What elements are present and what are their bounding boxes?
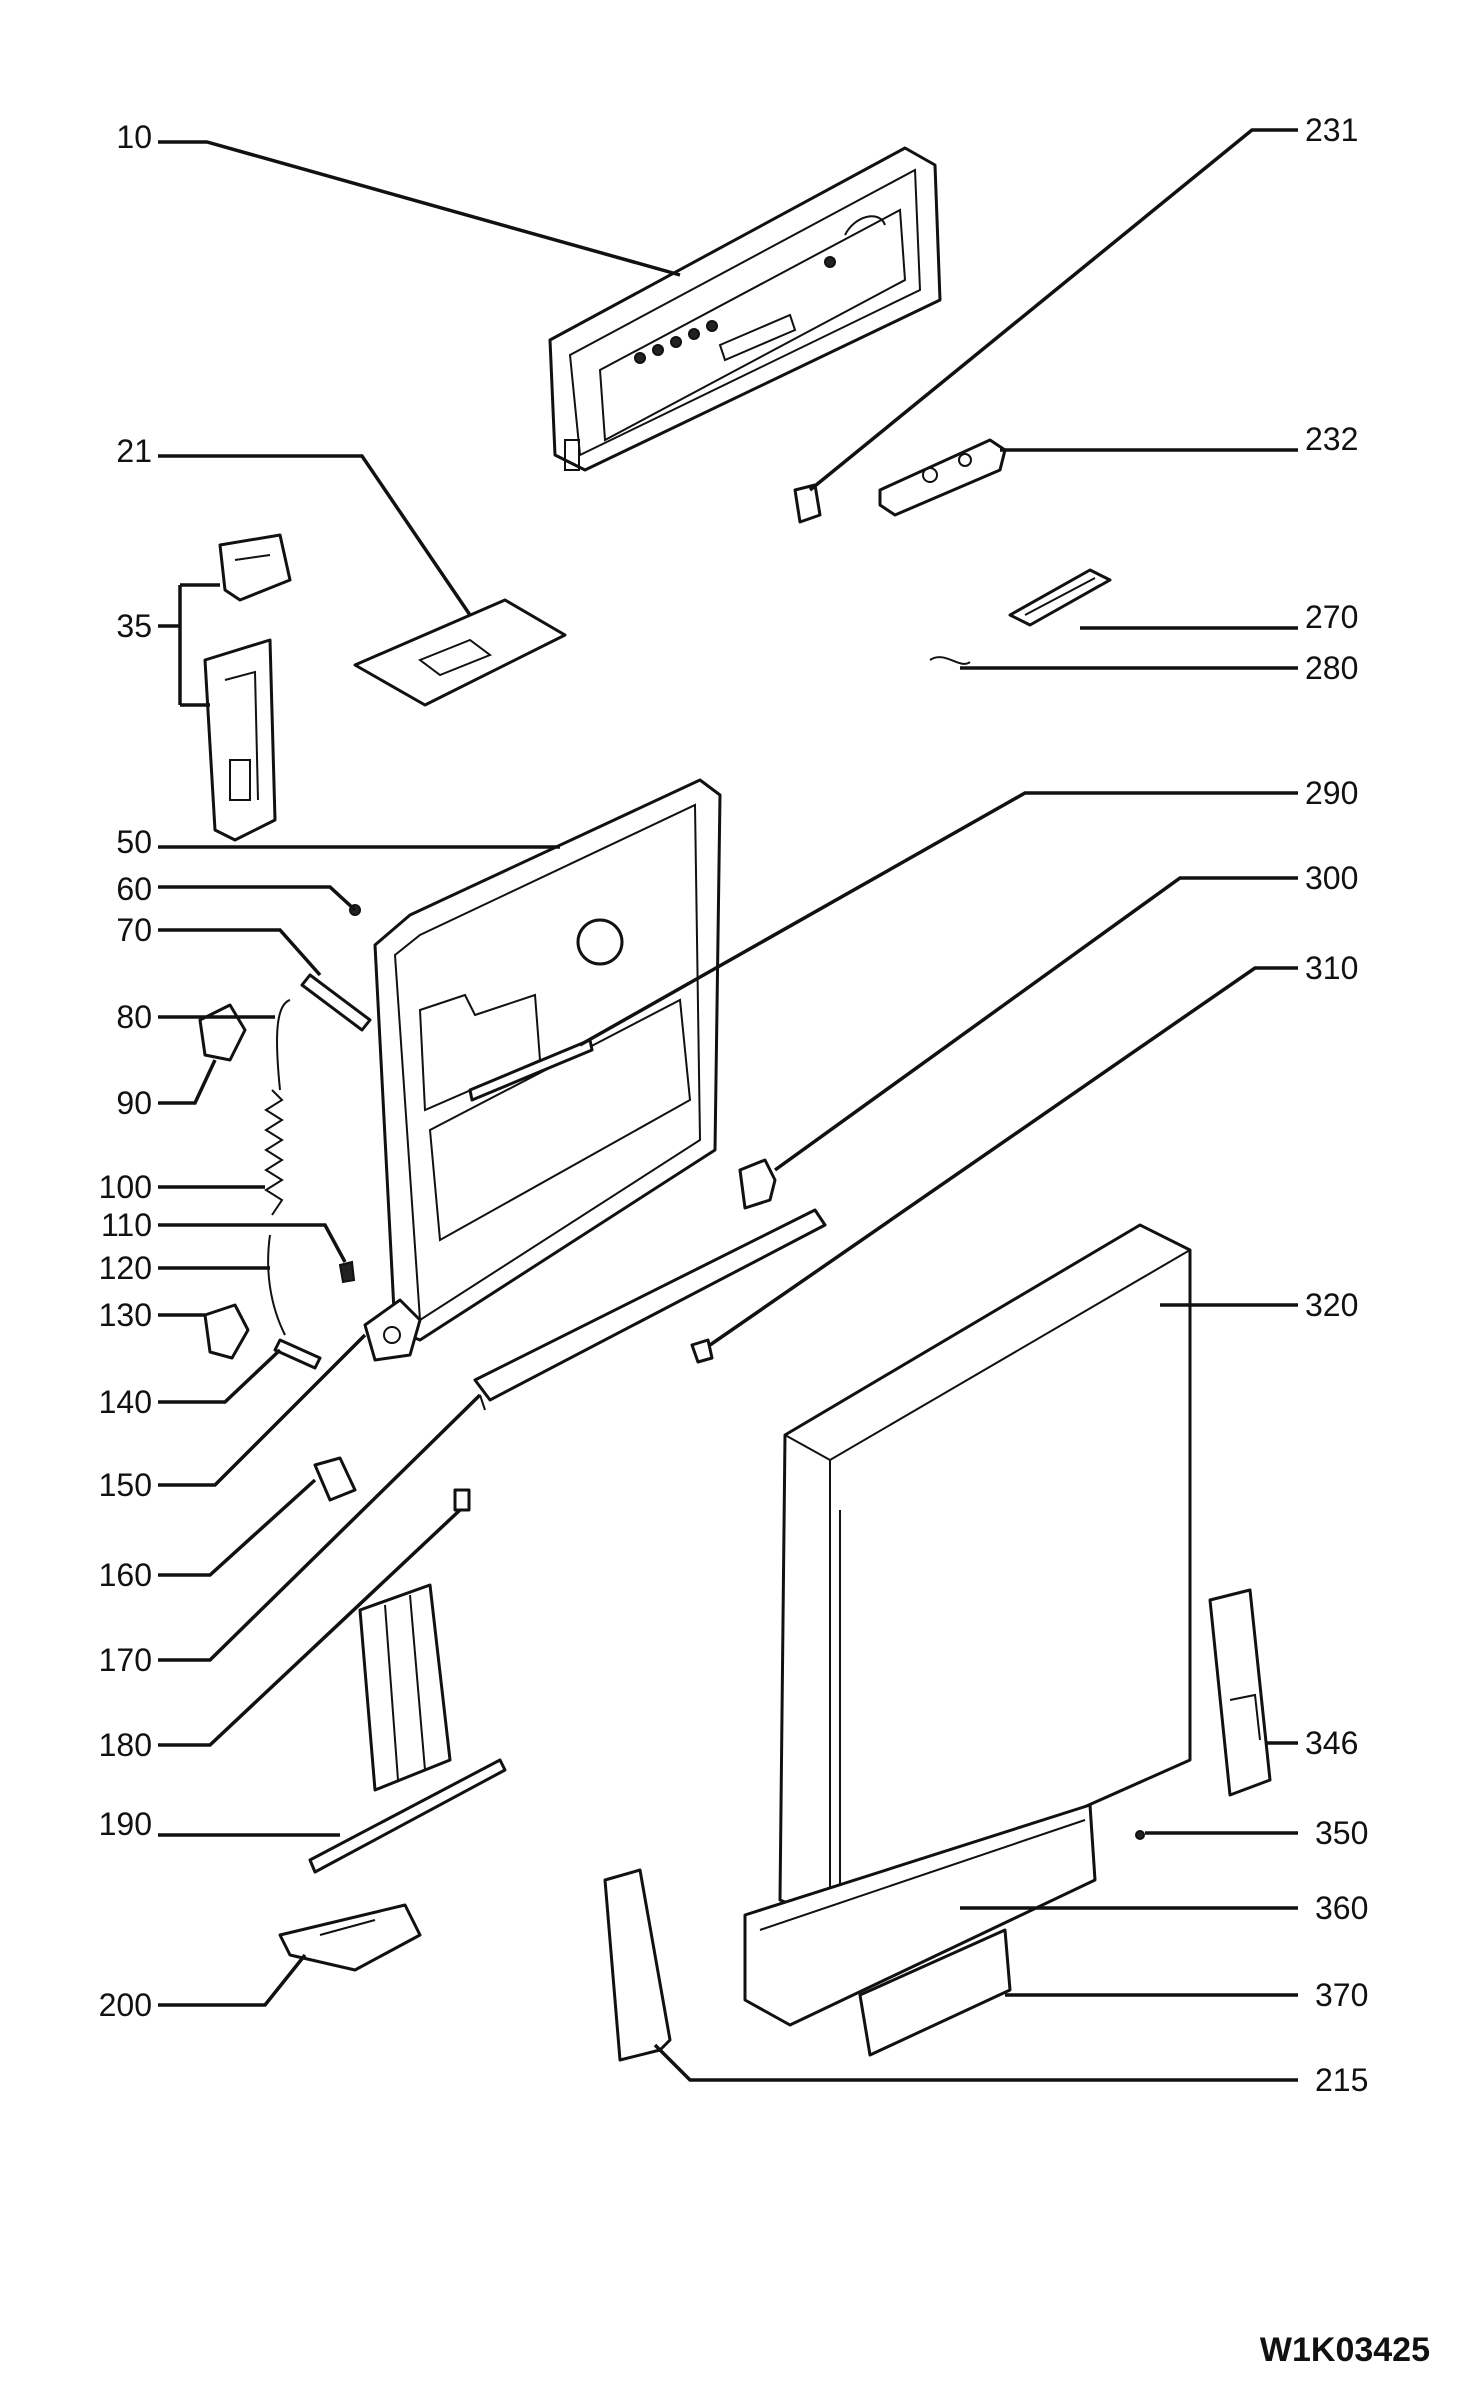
callout-370: 370	[1315, 1977, 1368, 2013]
callout-110: 110	[101, 1207, 152, 1243]
leader-21	[158, 454, 472, 616]
callout-290: 290	[1305, 775, 1358, 811]
callout-310: 310	[1305, 950, 1358, 986]
callout-35: 35	[116, 608, 152, 644]
part-21-plate	[353, 598, 567, 707]
callout-100: 100	[99, 1169, 152, 1205]
leader-10	[158, 140, 681, 277]
leader-35	[158, 583, 220, 707]
leader-170	[158, 1393, 482, 1662]
part-80-cable	[276, 999, 291, 1091]
leader-lines	[158, 128, 1298, 2082]
part-310-nut	[690, 1338, 714, 1364]
callout-21: 21	[116, 433, 152, 469]
callout-10: 10	[116, 119, 152, 155]
part-130-pulley	[203, 1303, 250, 1360]
part-90-pulley	[198, 1003, 247, 1062]
part-160-clip	[313, 1456, 357, 1502]
callout-120: 120	[99, 1250, 152, 1286]
callout-90: 90	[116, 1085, 152, 1121]
part-231-clip	[793, 483, 822, 524]
part-360-kick-plate	[743, 1803, 1097, 2027]
callout-160: 160	[99, 1557, 152, 1593]
callout-70: 70	[116, 912, 152, 948]
callout-60: 60	[116, 871, 152, 907]
callout-170: 170	[99, 1642, 152, 1678]
callout-232: 232	[1305, 421, 1358, 457]
part-350-screw	[1135, 1830, 1145, 1840]
leader-300	[773, 876, 1298, 1172]
part-320-outer-door	[778, 1223, 1192, 1922]
callout-50: 50	[116, 824, 152, 860]
callout-231: 231	[1305, 112, 1358, 148]
callout-190: 190	[99, 1806, 152, 1842]
callout-180: 180	[99, 1727, 152, 1763]
part-120-cable	[267, 1234, 286, 1336]
part-140-link	[273, 1338, 322, 1370]
part-70-bolt	[300, 973, 372, 1032]
part-300-block	[738, 1158, 777, 1210]
leader-231	[808, 128, 1298, 492]
part-232-latch	[878, 438, 1007, 517]
leader-140	[158, 1348, 282, 1404]
callout-80: 80	[116, 999, 152, 1035]
drawing-code: W1K03425	[1260, 2331, 1430, 2369]
leader-110	[158, 1223, 347, 1263]
callout-346: 346	[1305, 1725, 1358, 1761]
part-35-bracket-assembly	[203, 533, 292, 842]
callout-215: 215	[1315, 2062, 1368, 2098]
callout-130: 130	[99, 1297, 152, 1333]
part-370-strip	[858, 1928, 1012, 2057]
leader-160	[158, 1478, 317, 1577]
part-100-spring	[264, 1089, 284, 1216]
part-190-leg-bracket	[308, 1583, 507, 1874]
leader-90	[158, 1059, 217, 1105]
callout-360: 360	[1315, 1890, 1368, 1926]
leader-200	[158, 1953, 307, 2007]
part-290-handle-strip	[468, 1038, 594, 1102]
leader-215	[653, 2043, 1298, 2082]
callout-350: 350	[1315, 1815, 1368, 1851]
part-215-end-cap	[603, 1868, 672, 2062]
callout-320: 320	[1305, 1287, 1358, 1323]
leader-310	[709, 966, 1298, 1347]
leader-60	[158, 885, 357, 912]
part-200-bracket	[278, 1903, 422, 1972]
part-110-screw	[338, 1260, 356, 1284]
part-150-hinge	[363, 1298, 422, 1362]
part-170-bottom-rail	[473, 1208, 827, 1411]
callout-140: 140	[99, 1384, 152, 1420]
leader-290	[579, 791, 1298, 1047]
callout-270: 270	[1305, 599, 1358, 635]
part-280-spring-clip	[929, 656, 971, 665]
part-180-connector	[453, 1488, 471, 1512]
part-270-catch	[1008, 568, 1112, 627]
callout-150: 150	[99, 1467, 152, 1503]
part-10-control-panel	[548, 146, 942, 472]
callout-labels: 10 21 35 50 60 70 80 90 100 110 120 130 …	[99, 112, 1369, 2098]
leader-180	[158, 1508, 462, 1747]
leader-70	[158, 928, 322, 977]
part-346-side-cover	[1208, 1588, 1272, 1797]
leader-150	[158, 1333, 367, 1487]
callout-300: 300	[1305, 860, 1358, 896]
callout-280: 280	[1305, 650, 1358, 686]
callout-200: 200	[99, 1987, 152, 2023]
